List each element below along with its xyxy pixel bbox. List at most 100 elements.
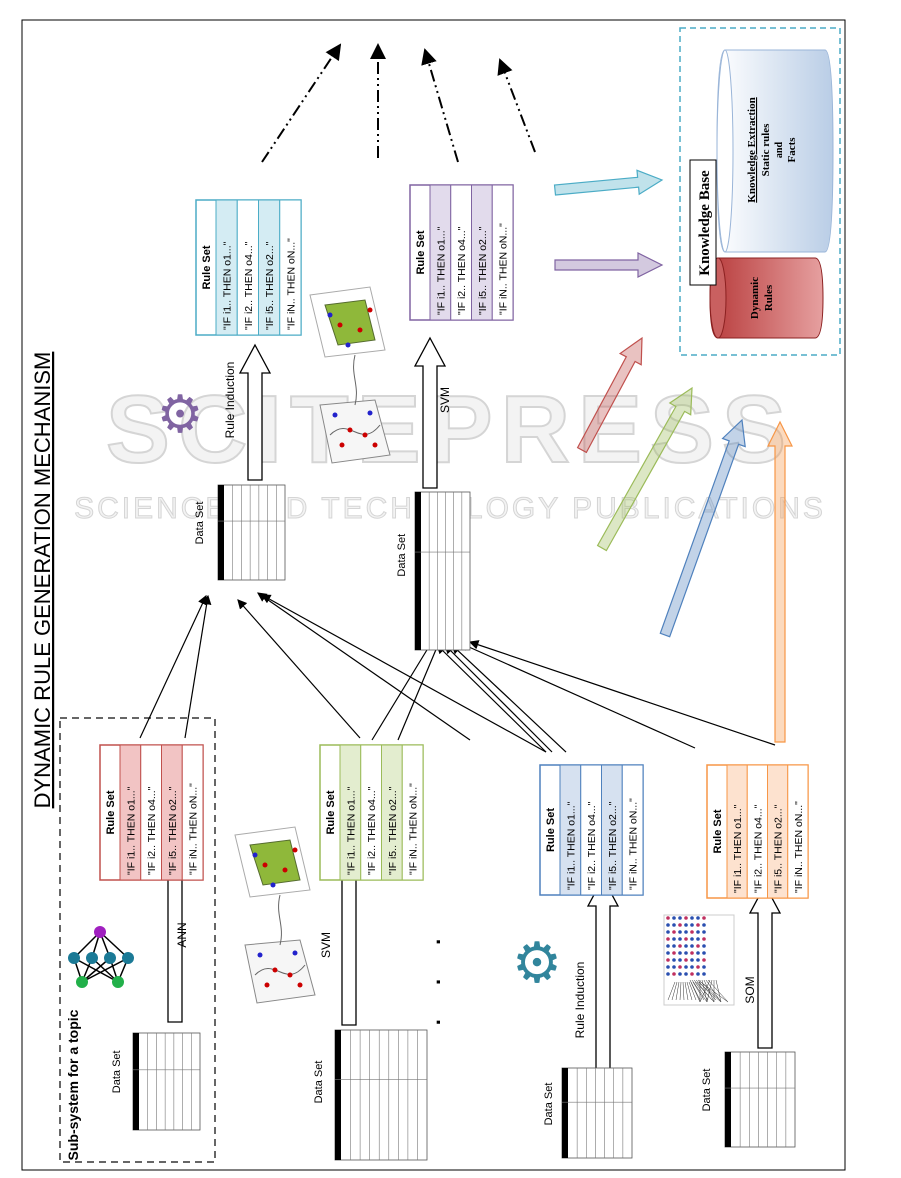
rule-set-title: Rule Set: [105, 790, 117, 834]
neural-network-icon: [68, 926, 134, 988]
table-header-bar: [335, 1030, 341, 1160]
arrow-to-kb-orange: [767, 420, 793, 743]
dash-dot-arrow: [497, 58, 536, 153]
rule-set-title: Rule Set: [415, 230, 427, 274]
connector-arrow: [257, 592, 471, 741]
subsystem-label: Sub-system for a topic: [65, 1009, 81, 1160]
dash-dot-arrow: [261, 43, 342, 163]
table-header-bar: [562, 1068, 568, 1158]
connector-arrow: [451, 644, 567, 753]
knowledge-base: Knowledge Base Knowledge Extraction Stat…: [679, 27, 841, 356]
rule-text: "IF i5.. THEN o2...": [167, 786, 179, 875]
rule-set-title: Rule Set: [325, 790, 337, 834]
rule-text: "IF i5.. THEN o2...": [607, 801, 619, 890]
arrow-top-svm: [413, 336, 447, 489]
arrow-to-kb-blue: [659, 418, 746, 638]
watermark: SCITEPRESS SCIENCE AND TECHNOLOGY PUBLIC…: [74, 375, 824, 526]
rule-set-ann: Rule Set"IF i1.. THEN o1...""IF i2.. THE…: [99, 744, 204, 881]
dash-dot-arrow: [421, 48, 459, 163]
arrow-to-kb-green: [596, 386, 693, 552]
rule-text: "IF iN.. THEN oN...": [498, 223, 510, 315]
outer-border: [21, 19, 846, 1171]
arrow-to-kb-cyan: [553, 169, 664, 196]
ellipsis: . . .: [420, 925, 445, 1026]
connector-arrow: [237, 599, 361, 739]
rule-text: "IF i2.. THEN o4...": [752, 804, 764, 893]
svm-icon: [309, 286, 391, 464]
rule-text: "IF i5.. THEN o2...": [387, 786, 399, 875]
som-icon: [663, 914, 735, 1006]
static-line1: Static rules: [760, 123, 772, 177]
rule-set-title: Rule Set: [545, 808, 557, 852]
rule-row: [401, 744, 424, 881]
rule-text: "IF i1.. THEN o1...": [345, 786, 357, 875]
data-set-label: Data Set: [701, 1069, 713, 1112]
connector-arrow: [458, 642, 696, 749]
data-set-label: Data Set: [396, 534, 408, 577]
rule-text: "IF i2.. THEN o4...": [243, 241, 255, 330]
rule-row: [181, 744, 204, 881]
rule-text: "IF i1.. THEN o1...": [222, 241, 234, 330]
connector-arrow: [371, 638, 434, 741]
data-set-table: Data Set: [111, 1032, 201, 1131]
data-set-label: Data Set: [543, 1083, 555, 1126]
rule-set-svm: Rule Set "IF i1.. THEN o1..." "IF i2.. THE…: [319, 744, 424, 881]
rule-row: [621, 764, 644, 896]
method-label-rule-induction: Rule Induction: [573, 962, 587, 1039]
data-set-table: Data Set: [313, 1029, 428, 1161]
data-set-label: Data Set: [313, 1061, 325, 1104]
connector-arrow: [260, 594, 547, 753]
rule-text: "IF iN.. THEN oN...": [628, 798, 640, 890]
rule-text: "IF i1.. THEN o1...": [125, 786, 137, 875]
rule-text: "IF i2.. THEN o4...": [366, 786, 378, 875]
knowledge-base-box: [679, 27, 841, 356]
rule-row: [787, 764, 809, 899]
connector-arrow: [184, 594, 212, 739]
rule-row: [491, 184, 514, 321]
gear-icon: ⚙: [512, 931, 562, 996]
data-set-label: Data Set: [111, 1050, 123, 1093]
data-set-table: Data Set: [701, 1051, 796, 1148]
rule-row: [279, 199, 302, 336]
data-set-table: Data Set: [543, 1067, 633, 1159]
rule-text: "IF i5.. THEN o2...": [773, 804, 785, 893]
static-heading: Knowledge Extraction: [746, 97, 758, 202]
rule-text: "IF iN.. THEN oN...": [188, 783, 200, 875]
table-header-bar: [725, 1052, 731, 1147]
method-label-top-svm: SVM: [438, 387, 452, 413]
method-label-top-rule-induction: Rule Induction: [223, 362, 237, 439]
connector-arrow: [139, 594, 207, 739]
rule-set-som: Rule Set"IF i1.. THEN o1...""IF i2.. THE…: [706, 764, 809, 899]
data-set-table: Data Set: [396, 491, 471, 651]
arrow-top-rule-induction: [238, 343, 272, 481]
connector-arrow: [436, 644, 547, 753]
rule-text: "IF iN.. THEN oN...": [408, 783, 420, 875]
arrow-to-kb-purple: [554, 252, 664, 278]
rule-text: "IF i2.. THEN o4...": [586, 801, 598, 890]
data-set-table: Data Set: [194, 484, 286, 581]
table-header-bar: [415, 492, 421, 650]
dynamic-line1: Dynamic: [749, 277, 761, 319]
rule-text: "IF i5.. THEN o2...": [264, 241, 276, 330]
knowledge-base-title: Knowledge Base: [697, 170, 713, 276]
method-label-ann: ANN: [175, 922, 189, 947]
method-label-som: SOM: [743, 976, 757, 1003]
gear-icon: ⚙: [157, 385, 204, 445]
static-line2: and: [774, 142, 785, 159]
dynamic-line2: Rules: [763, 284, 775, 311]
watermark-main: SCITEPRESS: [106, 376, 794, 483]
svm-icon: [234, 826, 316, 1004]
method-label-svm: SVM: [319, 932, 333, 958]
rule-set-title: Rule Set: [201, 245, 213, 289]
rule-text: "IF i1.. THEN o1...": [565, 801, 577, 890]
rule-text: "IF iN.. THEN oN...": [793, 801, 805, 893]
data-set-label: Data Set: [194, 502, 206, 545]
rule-set-top-svm: Rule Set"IF i1.. THEN o1...""IF i2.. THE…: [409, 184, 514, 321]
page-title: DYNAMIC RULE GENERATION MECHANISM: [30, 352, 55, 809]
subsystem-box: [59, 717, 216, 1163]
connector-arrow: [397, 638, 442, 741]
arrow-rule-induction: [586, 876, 620, 1071]
connector-arrow: [444, 644, 553, 753]
rule-set-rule-induction: Rule Set "IF i1.. THEN o1..." "IF i2.. THE…: [539, 764, 644, 896]
